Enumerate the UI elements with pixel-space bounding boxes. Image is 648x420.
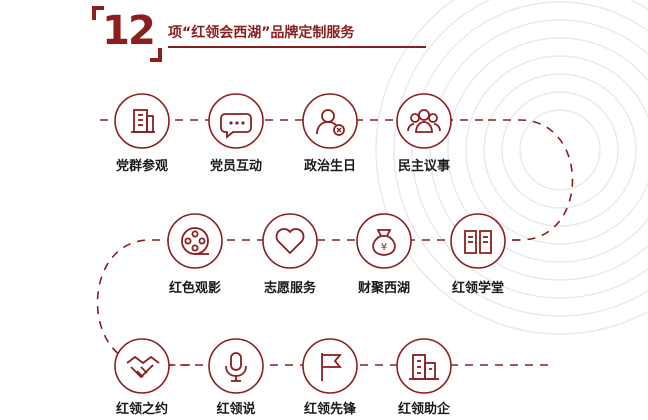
service-label: 红领学堂 bbox=[451, 281, 504, 296]
service-node bbox=[166, 212, 224, 270]
service-node bbox=[395, 337, 453, 395]
heart-icon bbox=[262, 213, 318, 269]
service-node bbox=[449, 212, 507, 270]
person-badge-icon bbox=[302, 93, 358, 149]
chat-bubble-icon bbox=[208, 93, 264, 149]
service-label: 红领助企 bbox=[397, 402, 450, 417]
service-label: 民主议事 bbox=[397, 159, 450, 174]
microphone-icon bbox=[208, 338, 264, 394]
service-label: 党群参观 bbox=[115, 159, 168, 174]
page-title: 项“红领会西湖”品牌定制服务 bbox=[168, 25, 355, 41]
service-label: 志愿服务 bbox=[263, 281, 316, 296]
office-building-icon bbox=[396, 338, 452, 394]
service-node bbox=[113, 92, 171, 150]
building-icon bbox=[114, 93, 170, 149]
service-node bbox=[261, 212, 319, 270]
section-number: 12 bbox=[102, 8, 156, 54]
service-label: 党员互动 bbox=[209, 159, 262, 174]
film-reel-icon bbox=[167, 213, 223, 269]
section-number-badge: 12 bbox=[92, 6, 162, 62]
flag-icon bbox=[302, 338, 358, 394]
service-node bbox=[207, 92, 265, 150]
title-underline bbox=[168, 46, 426, 48]
header-title-block: 项“红领会西湖”品牌定制服务 bbox=[168, 22, 426, 48]
service-node bbox=[301, 337, 359, 395]
group-icon bbox=[396, 93, 452, 149]
service-label: 红领先锋 bbox=[303, 402, 356, 417]
service-node bbox=[113, 337, 171, 395]
money-bag-icon: ¥ bbox=[356, 213, 412, 269]
service-label: 红领之约 bbox=[115, 402, 168, 417]
bracket-top-left bbox=[92, 6, 104, 20]
service-node bbox=[301, 92, 359, 150]
service-node bbox=[395, 92, 453, 150]
handshake-icon bbox=[114, 338, 170, 394]
service-node: ¥ bbox=[355, 212, 413, 270]
service-label: 财聚西湖 bbox=[357, 281, 410, 296]
svg-text:¥: ¥ bbox=[381, 242, 387, 253]
book-icon bbox=[450, 213, 506, 269]
bracket-bottom-right bbox=[150, 48, 162, 62]
service-label: 红色观影 bbox=[168, 281, 221, 296]
service-label: 政治生日 bbox=[303, 159, 356, 174]
service-node bbox=[207, 337, 265, 395]
service-label: 红领说 bbox=[216, 402, 256, 417]
